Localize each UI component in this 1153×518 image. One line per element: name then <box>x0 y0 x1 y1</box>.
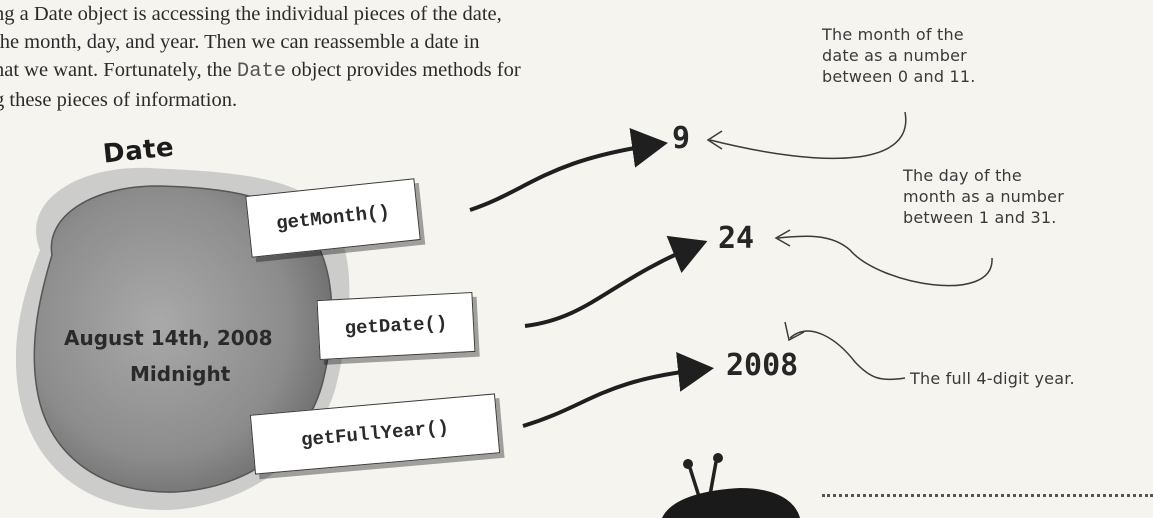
month-annotation-line-2: date as a number <box>822 46 967 65</box>
dotted-divider <box>822 494 1153 497</box>
month-result: 9 <box>672 121 691 156</box>
year-annotation: The full 4-digit year. <box>910 369 1075 388</box>
body-line-3: nat we want. Fortunately, the Date objec… <box>0 56 684 86</box>
body-line-2: the month, day, and year. Then we can re… <box>0 31 480 53</box>
time-value-label: Midnight <box>130 362 231 386</box>
day-annotation-line-2: month as a number <box>903 187 1064 206</box>
arrow-year <box>522 352 714 428</box>
body-inline-code: Date <box>236 60 287 83</box>
day-annotation-line-1: The day of the <box>903 166 1022 185</box>
body-line-3-end: object provides methods for <box>286 59 521 81</box>
body-line-3-start: nat we want. Fortunately, the <box>0 59 237 81</box>
arrow-month <box>469 128 668 212</box>
month-annotation-line-1: The month of the <box>822 25 964 44</box>
day-result: 24 <box>718 221 755 256</box>
day-annotation: The day of the month as a number between… <box>903 165 1064 228</box>
annotation-arrow-month <box>709 111 907 160</box>
annotation-arrow-year <box>789 330 906 381</box>
body-paragraph: ng a Date object is accessing the indivi… <box>0 0 684 114</box>
arrow-date <box>524 235 708 328</box>
body-line-4: g these pieces of information. <box>0 89 238 111</box>
month-annotation: The month of the date as a number betwee… <box>822 24 976 87</box>
month-annotation-line-3: between 0 and 11. <box>822 67 976 86</box>
date-value-label: August 14th, 2008 <box>64 326 273 350</box>
annotation-arrow-day <box>777 235 993 287</box>
body-line-1: ng a Date object is accessing the indivi… <box>0 3 502 25</box>
year-result: 2008 <box>726 348 799 383</box>
day-annotation-line-3: between 1 and 31. <box>903 208 1057 227</box>
